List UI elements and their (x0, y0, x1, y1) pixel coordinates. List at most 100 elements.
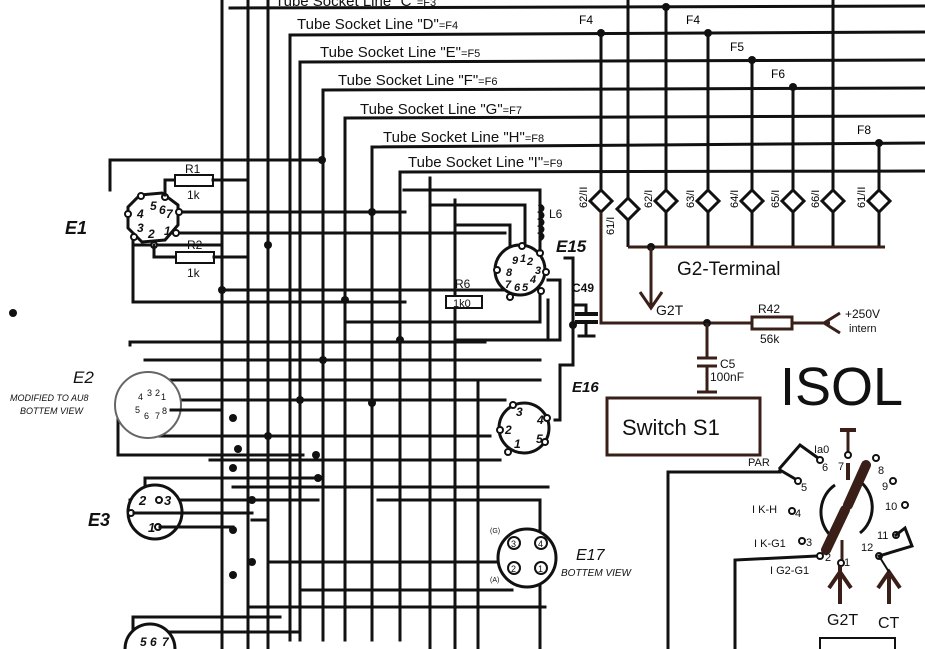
svg-text:9: 9 (512, 255, 519, 267)
inductor-l6: L6 (537, 202, 563, 252)
svg-text:11: 11 (877, 530, 888, 542)
socket-label-e17: E17 (576, 547, 606, 564)
socket-e1: E1 5 6 7 4 3 2 1 (65, 191, 183, 249)
svg-text:3: 3 (164, 493, 172, 508)
socket-e16: E16 3 4 2 5 1 (496, 379, 599, 456)
svg-text:(G): (G) (490, 528, 500, 535)
stray-dot (9, 309, 17, 317)
svg-text:9: 9 (882, 481, 888, 493)
tap-dot (662, 3, 670, 11)
socket-label-e16: E16 (572, 379, 599, 396)
svg-text:I K-G1: I K-G1 (754, 538, 786, 550)
tap-label: F3 (644, 0, 658, 1)
svg-text:5: 5 (536, 432, 543, 446)
svg-text:3: 3 (535, 265, 541, 277)
bus-label-f: Tube Socket Line "F"=F6 (338, 72, 497, 89)
svg-text:I K-H: I K-H (752, 504, 777, 516)
svg-text:CT: CT (878, 615, 900, 632)
svg-text:6: 6 (159, 203, 166, 217)
svg-text:1k: 1k (187, 266, 201, 280)
svg-text:4: 4 (138, 392, 143, 402)
bus-label-c: Tube Socket Line "C"=F3 (275, 0, 436, 10)
svg-text:1k0: 1k0 (453, 298, 471, 310)
svg-text:1: 1 (148, 520, 155, 535)
svg-text:2: 2 (138, 493, 147, 508)
svg-text:2: 2 (526, 256, 533, 268)
svg-text:5: 5 (801, 482, 807, 494)
socket-label-e1: E1 (65, 218, 87, 238)
resistor-r6: 1k0 R6 (445, 277, 483, 310)
capacitor-c5: C5 100nF (697, 323, 744, 394)
svg-text:4: 4 (529, 274, 536, 286)
socket-e3: E3 2 3 1 (88, 483, 254, 541)
svg-text:PAR: PAR (748, 457, 770, 469)
svg-text:8: 8 (162, 406, 167, 416)
svg-text:2: 2 (155, 388, 160, 398)
terminal-label: 64/I (729, 190, 741, 208)
tap-label: F5 (730, 40, 744, 54)
tap-label: F4 (686, 13, 700, 27)
svg-text:1: 1 (520, 253, 526, 265)
tap-dot (789, 83, 797, 91)
svg-text:R42: R42 (758, 302, 780, 316)
svg-text:8: 8 (878, 465, 884, 477)
terminal-taps: F462/II61/IF362/IF463/IF564/IF665/I66/IF… (578, 0, 893, 247)
tap-label: F6 (771, 67, 785, 81)
tap-dot (875, 139, 883, 147)
svg-text:6: 6 (514, 282, 521, 294)
rotary-switch: 1 2 3 4 5 6 7 8 9 10 11 12 PAR Ia0 I K-H… (666, 428, 914, 649)
terminal-diamond (738, 187, 766, 215)
socket-e15: E15 9 1 2 3 8 7 6 5 4 (493, 237, 587, 301)
svg-text:6: 6 (144, 411, 149, 421)
terminal-label: 65/I (770, 190, 782, 208)
svg-text:BOTTEM VIEW: BOTTEM VIEW (20, 406, 85, 416)
svg-text:R2: R2 (187, 238, 203, 252)
socket-label-e3: E3 (88, 510, 110, 530)
terminal-diamond (652, 187, 680, 215)
junction-dots (9, 156, 577, 579)
terminal-diamond (614, 195, 642, 223)
svg-text:1: 1 (844, 557, 850, 569)
resistor-r2: R2 1k (152, 238, 250, 280)
capacitor-c49: C49 (571, 281, 598, 338)
svg-text:4: 4 (536, 413, 544, 427)
socket-bottom-partial: 5 6 7 (123, 622, 177, 649)
switch-s1-box: Switch S1 (605, 396, 762, 457)
svg-text:4: 4 (538, 539, 543, 549)
bus-label-g: Tube Socket Line "G"=F7 (360, 101, 522, 118)
svg-text:8: 8 (506, 267, 513, 279)
svg-text:L6: L6 (549, 207, 563, 221)
socket-label-e2: E2 (73, 368, 94, 387)
svg-text:2: 2 (511, 564, 516, 574)
terminal-label: 62/II (578, 187, 590, 208)
terminal-diamond (865, 187, 893, 215)
svg-text:R6: R6 (455, 277, 471, 291)
svg-text:MODIFIED TO AU8: MODIFIED TO AU8 (10, 393, 89, 403)
horizontal-wires (108, 158, 575, 649)
tap-dot (704, 29, 712, 37)
svg-text:56k: 56k (760, 332, 780, 346)
svg-text:(A): (A) (490, 577, 499, 584)
tap-label: F8 (857, 123, 871, 137)
svg-text:3: 3 (511, 539, 516, 549)
terminal-label: 61/II (856, 187, 868, 208)
svg-text:intern: intern (849, 323, 877, 335)
svg-text:7: 7 (162, 635, 170, 649)
svg-text:1: 1 (514, 437, 521, 451)
tap-label: F4 (579, 13, 593, 27)
svg-text:6: 6 (150, 635, 157, 649)
svg-text:1: 1 (161, 392, 166, 402)
svg-text:4: 4 (795, 508, 801, 520)
svg-text:4: 4 (136, 207, 144, 221)
svg-text:2: 2 (825, 552, 831, 564)
svg-text:1: 1 (164, 224, 171, 238)
terminal-label: 63/I (685, 190, 697, 208)
svg-text:5: 5 (150, 199, 157, 213)
svg-text:5: 5 (140, 635, 147, 649)
tap-dot (597, 29, 605, 37)
svg-text:3: 3 (516, 405, 523, 419)
terminal-diamond (694, 187, 722, 215)
svg-text:5: 5 (522, 282, 529, 294)
g2-terminal: G2-Terminal G2T R42 56k +250V intern (599, 225, 885, 346)
svg-text:2: 2 (504, 423, 512, 437)
